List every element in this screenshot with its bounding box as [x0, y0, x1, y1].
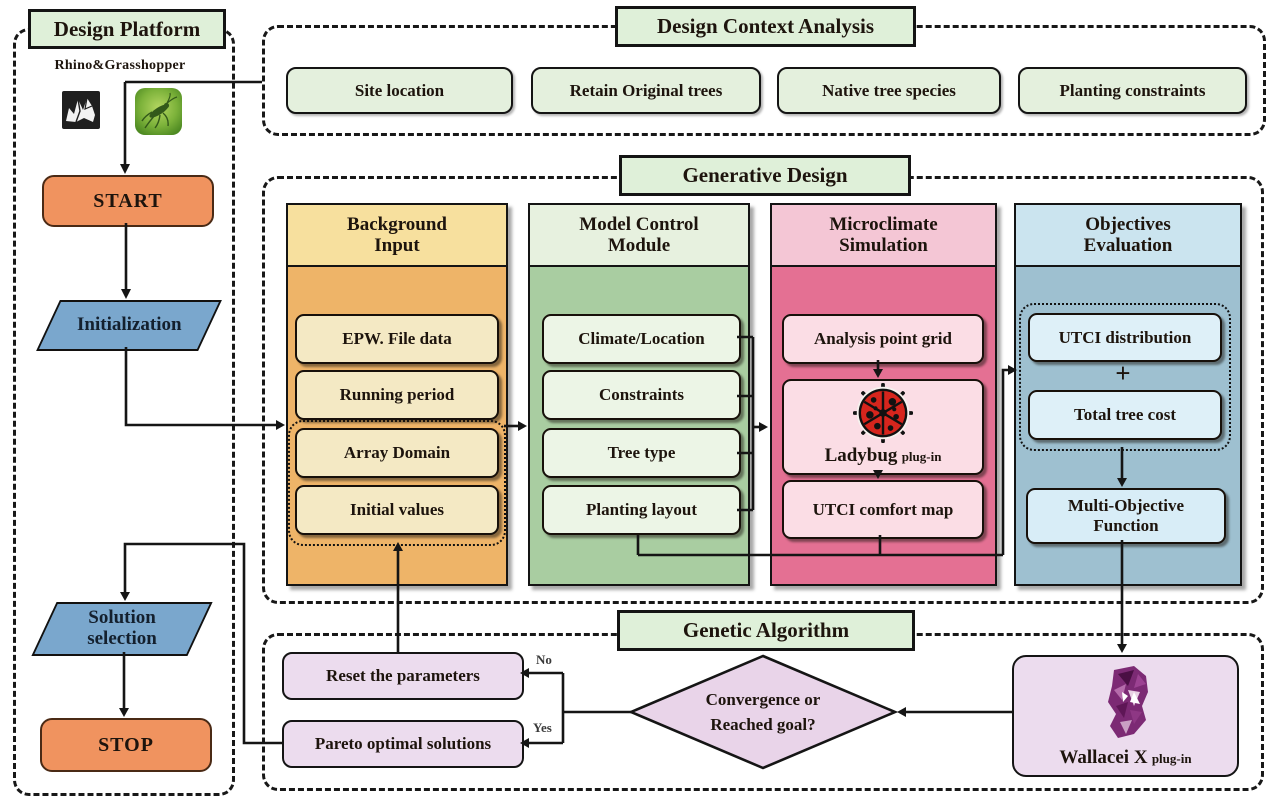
ladybug-plugin-box: Ladybug plug-in [782, 379, 984, 475]
solution-selection-node: Solution selection [31, 602, 213, 656]
climate-location-label: Climate/Location [578, 329, 705, 348]
initialization-node: Initialization [36, 300, 222, 351]
background-input-header: Background Input [288, 205, 506, 267]
stop-node: STOP [40, 718, 212, 772]
context-item-planting-constraints: Planting constraints [1018, 67, 1247, 114]
array-domain-label: Array Domain [343, 443, 451, 462]
rhino-grasshopper-label: Rhino&Grasshopper [54, 58, 186, 73]
analysis-point-grid-label: Analysis point grid [814, 329, 952, 348]
initial-values-box: Initial values [295, 485, 499, 535]
epw-file-data-label: EPW. File data [342, 329, 452, 348]
ladybug-icon [853, 383, 913, 443]
background-input-title: Background Input [347, 213, 447, 256]
running-period-box: Running period [295, 370, 499, 420]
microclimate-title: Microclimate Simulation [829, 213, 938, 256]
wallacei-plugin-label: Wallacei X plug-in [1014, 747, 1237, 769]
microclimate-header: Microclimate Simulation [772, 205, 995, 267]
wallacei-icon [1108, 666, 1148, 738]
context-item-retain-original-trees: Retain Original trees [531, 67, 761, 114]
array-domain-box: Array Domain [295, 428, 499, 478]
context-item-label: Site location [354, 80, 445, 100]
constraints-box: Constraints [542, 370, 741, 420]
rhino-icon [62, 91, 100, 129]
no-branch-label: No [536, 652, 552, 667]
start-node: START [42, 175, 214, 227]
plus-icon: + [1115, 358, 1131, 388]
wallacei-suffix: plug-in [1151, 751, 1192, 766]
total-tree-cost-box: Total tree cost [1028, 390, 1222, 440]
wallacei-plugin-box: Wallacei X plug-in [1012, 655, 1239, 777]
initial-values-label: Initial values [350, 500, 444, 519]
reset-parameters-box: Reset the parameters [282, 652, 524, 700]
epw-file-data-box: EPW. File data [295, 314, 499, 364]
tree-type-label: Tree type [607, 443, 676, 462]
total-tree-cost-label: Total tree cost [1074, 405, 1176, 424]
context-item-label: Retain Original trees [569, 80, 723, 100]
pareto-solutions-label: Pareto optimal solutions [314, 734, 492, 753]
design-context-analysis-title: Design Context Analysis [615, 6, 916, 47]
planting-layout-label: Planting layout [586, 500, 697, 519]
context-item-label: Native tree species [822, 80, 956, 100]
design-platform-title-label: Design Platform [53, 16, 201, 41]
utci-comfort-map-label: UTCI comfort map [812, 499, 954, 519]
design-context-analysis-title-label: Design Context Analysis [656, 14, 875, 38]
context-item-label: Planting constraints [1059, 80, 1206, 100]
design-platform-container [13, 28, 235, 796]
tree-type-box: Tree type [542, 428, 741, 478]
constraints-label: Constraints [598, 385, 684, 404]
climate-location-box: Climate/Location [542, 314, 741, 364]
grasshopper-icon [135, 88, 182, 135]
pareto-solutions-box: Pareto optimal solutions [282, 720, 524, 768]
generative-design-title: Generative Design [619, 155, 911, 196]
utci-distribution-box: UTCI distribution [1028, 313, 1222, 362]
planting-layout-box: Planting layout [542, 485, 741, 535]
start-label: START [93, 189, 163, 212]
solution-selection-label: Solution selection [87, 607, 157, 649]
running-period-label: Running period [339, 385, 455, 404]
context-item-site-location: Site location [286, 67, 513, 114]
objectives-title: Objectives Evaluation [1083, 213, 1173, 256]
reset-parameters-label: Reset the parameters [326, 666, 480, 685]
yes-branch-label: Yes [533, 720, 552, 735]
generative-design-title-label: Generative Design [682, 163, 848, 187]
ladybug-name: Ladybug [824, 445, 898, 466]
utci-comfort-map-box: UTCI comfort map [782, 480, 984, 539]
wallacei-name: Wallacei X [1059, 747, 1148, 768]
utci-distribution-label: UTCI distribution [1058, 327, 1192, 347]
ladybug-suffix: plug-in [901, 449, 942, 464]
model-control-title: Model Control Module [579, 213, 699, 256]
multi-objective-function-label: Multi-Objective Function [1067, 496, 1185, 535]
genetic-algorithm-title: Genetic Algorithm [617, 610, 915, 651]
genetic-algorithm-title-label: Genetic Algorithm [682, 618, 850, 642]
design-platform-title: Design Platform [28, 9, 226, 49]
ladybug-plugin-label: Ladybug plug-in [784, 445, 982, 467]
initialization-label: Initialization [76, 314, 182, 336]
convergence-decision-label: Convergence or Reached goal? [705, 689, 821, 735]
stop-label: STOP [98, 733, 154, 756]
context-item-native-tree-species: Native tree species [777, 67, 1001, 114]
multi-objective-function-box: Multi-Objective Function [1026, 488, 1226, 544]
objectives-header: Objectives Evaluation [1016, 205, 1240, 267]
analysis-point-grid-box: Analysis point grid [782, 314, 984, 364]
model-control-header: Model Control Module [530, 205, 748, 267]
objectives-dotted-group [1019, 303, 1231, 451]
